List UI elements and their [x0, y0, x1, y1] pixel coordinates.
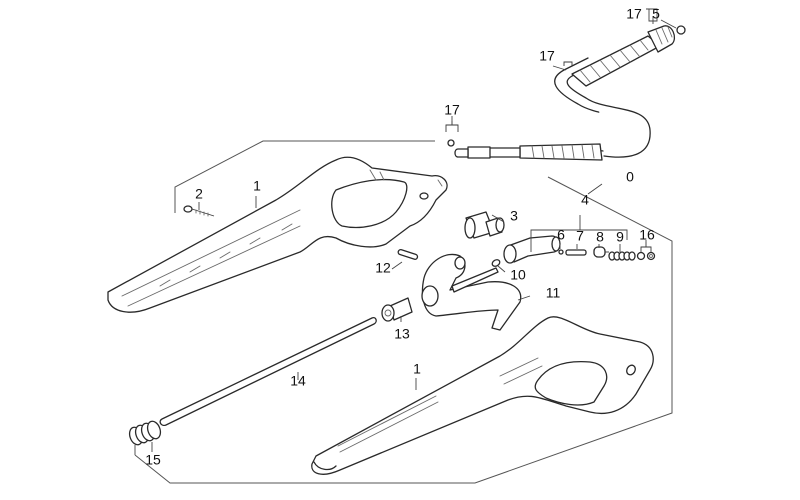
callout-1-handle-lower: 1: [413, 361, 421, 377]
hose-crimp-upper: [571, 25, 676, 87]
callout-14-push-rod: 14: [290, 373, 306, 389]
valve-seat-part: [593, 246, 609, 258]
trigger-pin-part: [397, 249, 419, 260]
callout-4-valve-group: 4: [581, 192, 589, 208]
callout-5-hose-kit: 5: [652, 6, 660, 22]
callout-11-trigger: 11: [546, 285, 561, 301]
pin-part: [565, 249, 587, 256]
callout-15-return-spring: 15: [145, 452, 161, 468]
callout-9-spring: 9: [616, 229, 624, 245]
return-spring-part: [128, 420, 162, 446]
callout-3-fitting: 3: [510, 208, 518, 224]
callout-6-ball: 6: [557, 227, 565, 243]
callout-8-valve-seat: 8: [596, 229, 604, 245]
spring-part: [608, 251, 636, 261]
leader-lines: [151, 8, 677, 452]
callout-17-o-ring-hose-mid: 17: [539, 48, 555, 64]
o-ring-part: [491, 259, 501, 267]
o-ring-hose-mid: [563, 61, 573, 66]
callout-16-seal-kit: 16: [639, 227, 655, 243]
callout-0-assembly: 0: [626, 169, 634, 185]
valve-body-part: [503, 235, 561, 264]
hose-crimp-lower: [454, 143, 603, 161]
fitting-part: [464, 211, 505, 239]
handle-lower-part: [311, 316, 654, 475]
callout-12-trigger-pin: 12: [375, 260, 391, 276]
callout-7-pin: 7: [576, 228, 584, 244]
seal-kit-part: [636, 242, 656, 261]
ball-part: [558, 249, 564, 255]
callout-13-bushing: 13: [394, 326, 410, 342]
callout-1-handle-upper: 1: [253, 178, 261, 194]
assembly-boundary-frame: [134, 140, 673, 484]
hose-part: [454, 25, 676, 161]
handle-upper-part: [107, 156, 448, 313]
bushing-part: [381, 297, 413, 322]
callout-10-o-ring: 10: [510, 267, 526, 283]
screw-part: [183, 205, 215, 217]
trigger-part: [421, 253, 522, 331]
callout-17-o-ring-nipple: 17: [444, 102, 460, 118]
o-ring-nipple: [445, 121, 459, 147]
push-rod-part: [159, 316, 377, 427]
callout-17-o-ring-hose-end: 17: [626, 6, 642, 22]
callout-2-screw: 2: [195, 186, 203, 202]
o-ring-hose-end: [676, 25, 686, 35]
